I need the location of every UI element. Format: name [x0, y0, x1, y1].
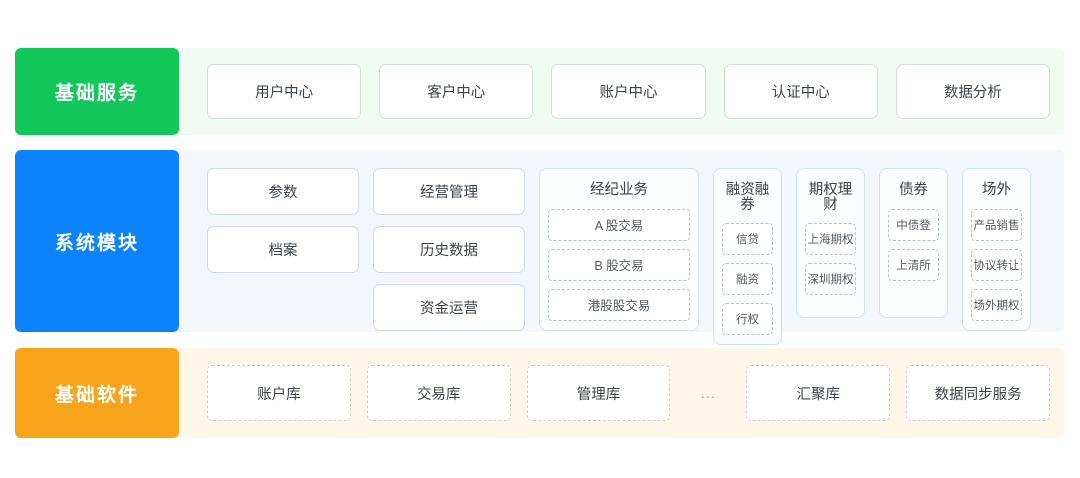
panel-sub-item[interactable]: 深圳期权 [805, 263, 856, 295]
software-box[interactable]: 管理库 [526, 365, 671, 421]
panel-title: 债券 [899, 182, 928, 198]
panel-sub-item[interactable]: 产品销售 [971, 208, 1022, 241]
band-body-basic-software: 账户库 交易库 管理库 ... 汇聚库 数据同步服务 [179, 348, 1064, 438]
module-box[interactable]: 历史数据 [373, 226, 525, 273]
panel-sub-item[interactable]: B 股交易 [548, 248, 690, 281]
panel-sub-item[interactable]: 行权 [722, 303, 773, 335]
service-box[interactable]: 用户中心 [207, 64, 362, 119]
band-body-system-modules: 参数 档案 经营管理 历史数据 资金运营 经纪业务 A 股交易 B 股交易 港股… [179, 150, 1064, 345]
panel-sub-item[interactable]: 信贷 [722, 223, 773, 255]
module-box[interactable]: 经营管理 [373, 168, 525, 215]
software-box[interactable]: 账户库 [207, 365, 351, 421]
panel-title: 场外 [982, 182, 1011, 198]
software-box[interactable]: 数据同步服务 [906, 365, 1050, 421]
panel-title: 经纪业务 [590, 182, 648, 198]
panel-title: 融资融券 [725, 182, 770, 213]
module-column-management: 经营管理 历史数据 资金运营 [373, 168, 525, 331]
band-label-basic-services: 基础服务 [15, 48, 179, 135]
panel-sub-item[interactable]: 融资 [722, 263, 773, 295]
module-box[interactable]: 资金运营 [373, 284, 525, 331]
panel-sub-item[interactable]: A 股交易 [548, 208, 690, 241]
module-panel-bonds: 债券 中债登 上清所 [879, 168, 948, 318]
ellipsis-indicator: ... [700, 384, 717, 402]
band-basic-services: 基础服务 用户中心 客户中心 账户中心 认证中心 数据分析 [15, 48, 1064, 135]
module-panel-otc: 场外 产品销售 协议转让 场外期权 [962, 168, 1031, 331]
panel-sub-item[interactable]: 上清所 [888, 248, 939, 281]
panel-sub-item[interactable]: 场外期权 [971, 288, 1022, 321]
module-column-parameters: 参数 档案 [207, 168, 359, 273]
band-body-basic-services: 用户中心 客户中心 账户中心 认证中心 数据分析 [179, 48, 1064, 135]
panel-sub-item[interactable]: 协议转让 [971, 248, 1022, 281]
panel-sub-item[interactable]: 中债登 [888, 208, 939, 241]
band-label-system-modules: 系统模块 [15, 150, 179, 332]
panel-items: 信贷 融资 行权 [722, 223, 773, 335]
band-system-modules: 系统模块 参数 档案 经营管理 历史数据 资金运营 经纪业务 A 股交易 B 股… [15, 150, 1064, 345]
panel-title: 期权理财 [808, 182, 853, 213]
panel-items: 上海期权 深圳期权 [805, 223, 856, 295]
module-panel-brokerage: 经纪业务 A 股交易 B 股交易 港股股交易 [539, 168, 699, 331]
module-panel-margin-trading: 融资融券 信贷 融资 行权 [713, 168, 782, 345]
service-box[interactable]: 数据分析 [895, 64, 1051, 119]
service-box[interactable]: 认证中心 [723, 64, 878, 119]
module-box[interactable]: 档案 [207, 226, 359, 273]
module-panel-options-wealth: 期权理财 上海期权 深圳期权 [796, 168, 865, 318]
service-box[interactable]: 账户中心 [551, 64, 706, 119]
software-box[interactable]: 汇聚库 [746, 365, 891, 421]
panel-items: A 股交易 B 股交易 港股股交易 [548, 208, 690, 321]
panel-items: 产品销售 协议转让 场外期权 [971, 208, 1022, 321]
software-box[interactable]: 交易库 [366, 365, 511, 421]
module-box[interactable]: 参数 [207, 168, 359, 215]
panel-sub-item[interactable]: 港股股交易 [548, 288, 690, 321]
service-box[interactable]: 客户中心 [379, 64, 534, 119]
band-basic-software: 基础软件 账户库 交易库 管理库 ... 汇聚库 数据同步服务 [15, 348, 1064, 438]
panel-items: 中债登 上清所 [888, 208, 939, 281]
band-label-basic-software: 基础软件 [15, 348, 179, 438]
panel-sub-item[interactable]: 上海期权 [805, 223, 856, 255]
